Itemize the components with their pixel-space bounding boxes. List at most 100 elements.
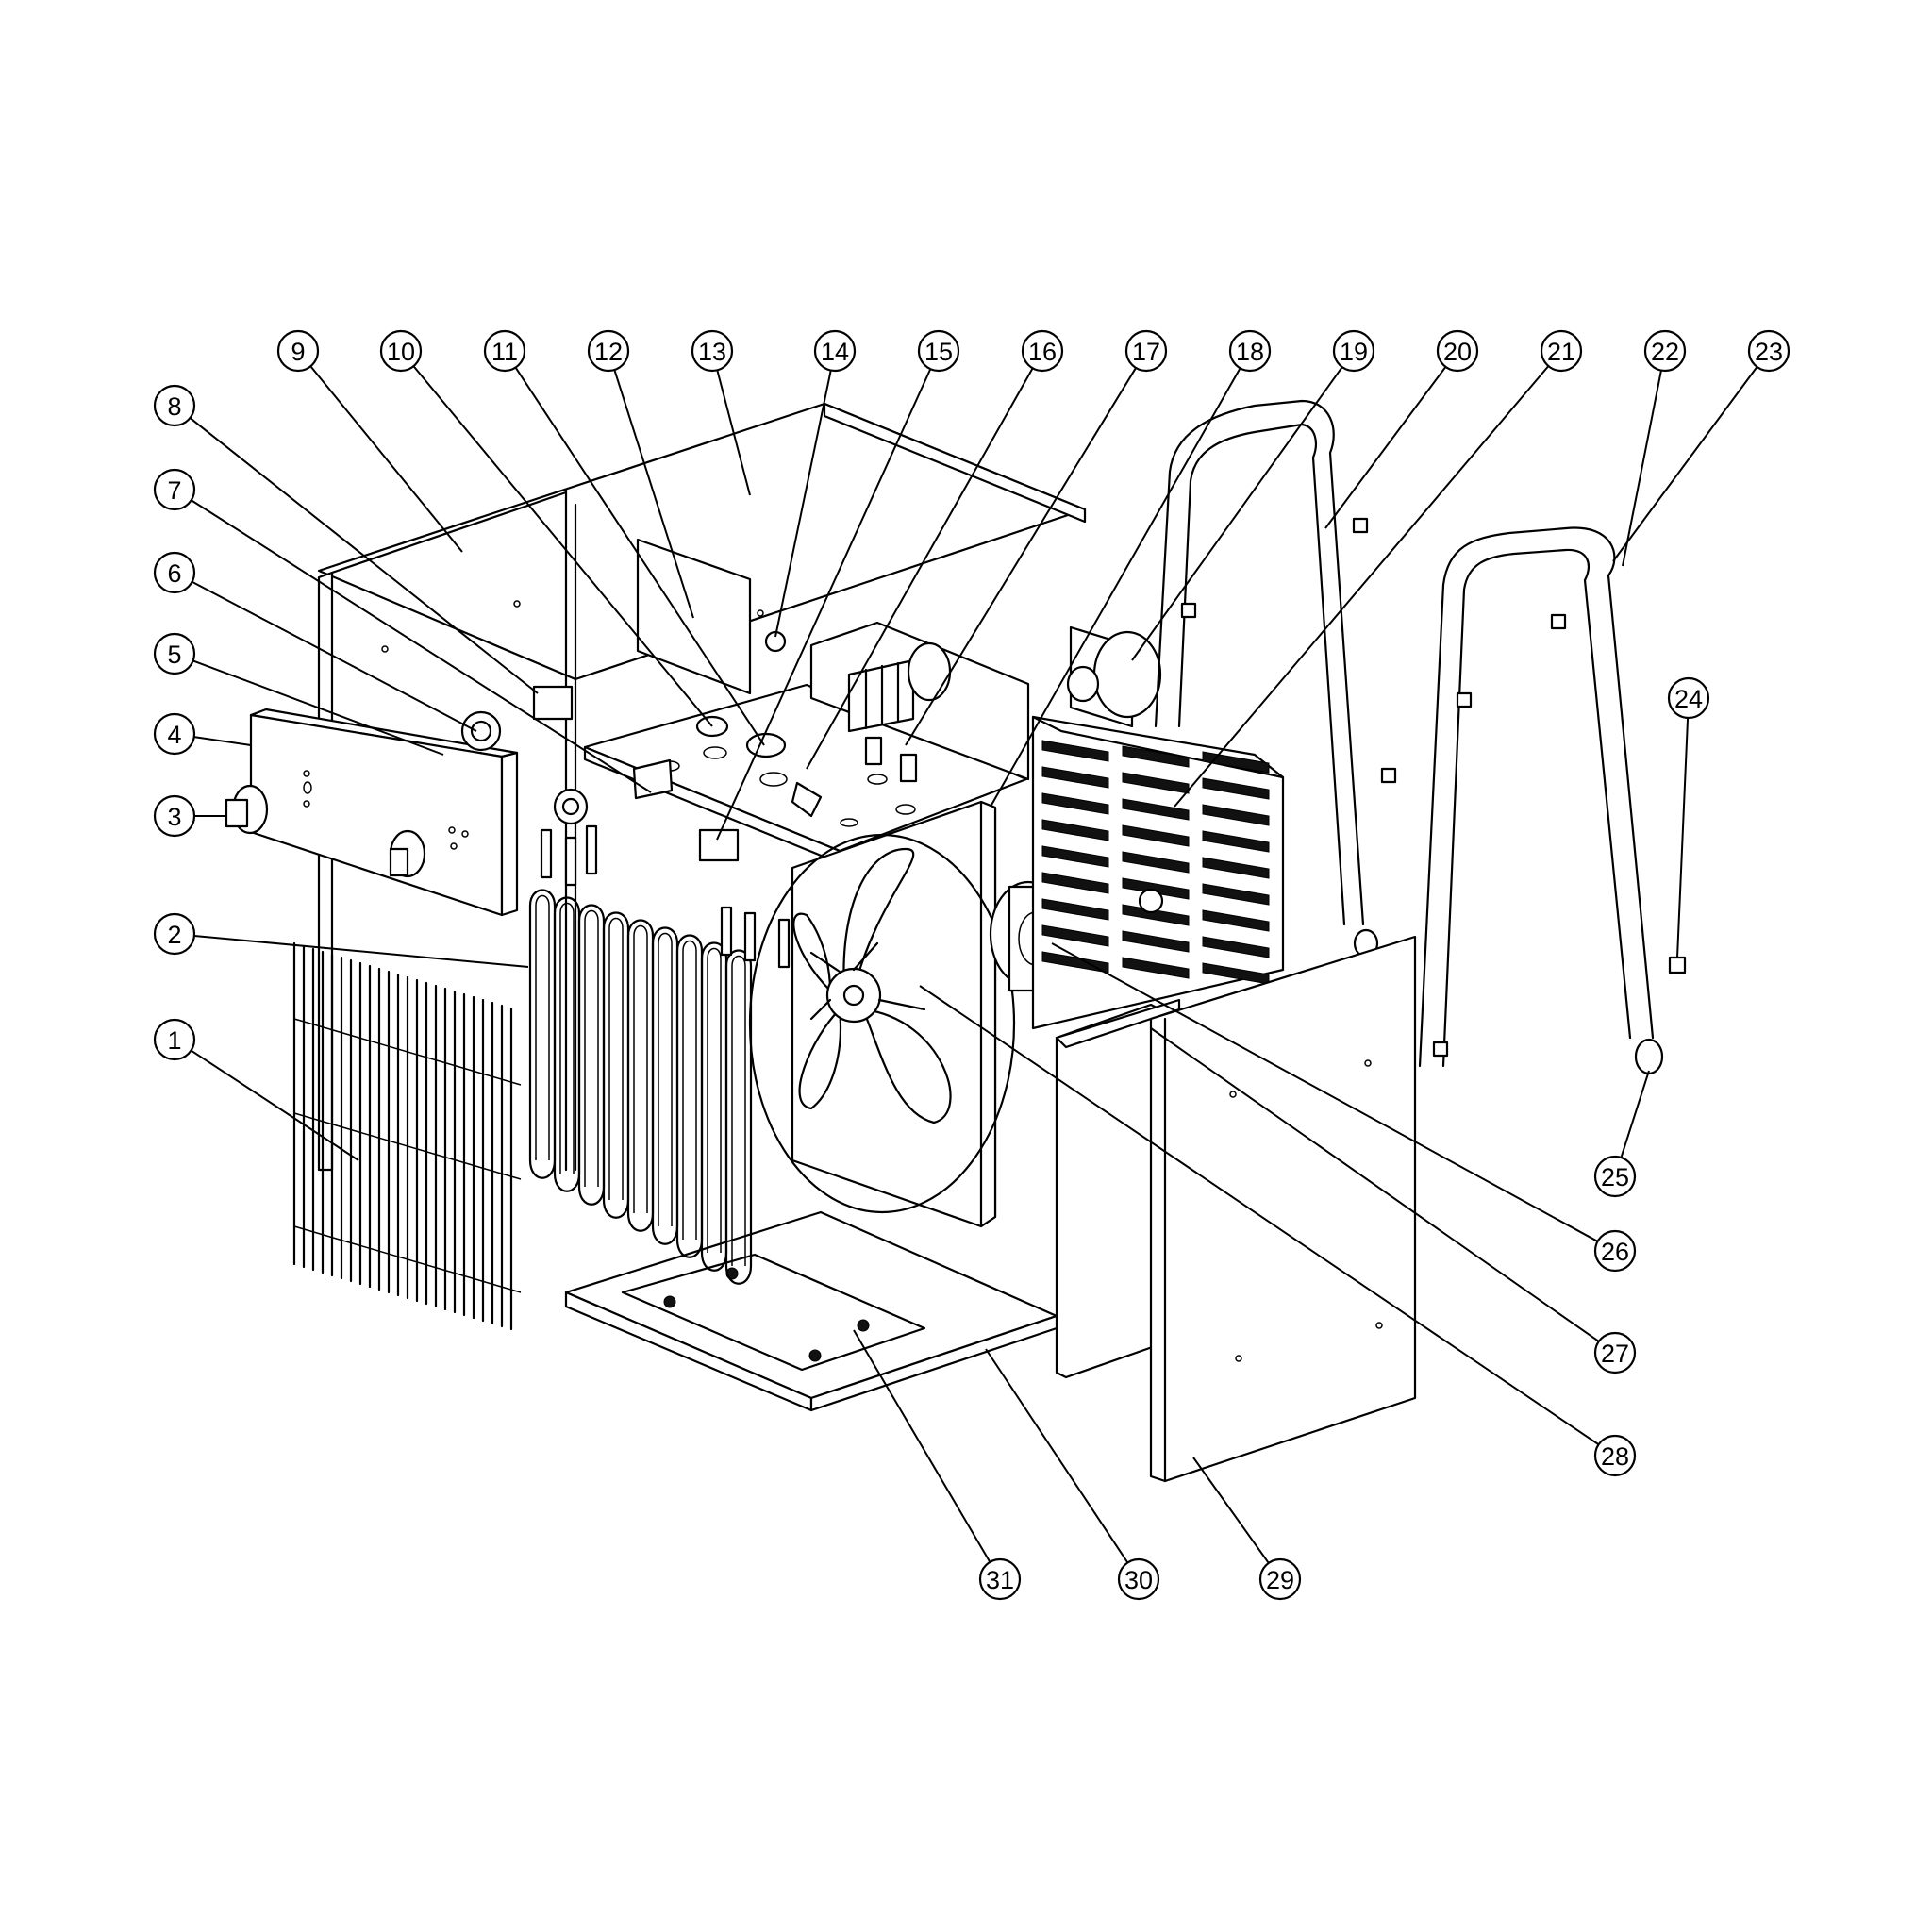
callout-number: 6 bbox=[167, 559, 181, 588]
handle-front-inner bbox=[1441, 548, 1632, 1068]
fin bbox=[1122, 930, 1190, 953]
callout-circle bbox=[1228, 329, 1272, 373]
callout-number: 13 bbox=[698, 338, 726, 366]
leader-line bbox=[1620, 1070, 1650, 1158]
fin bbox=[1041, 740, 1109, 762]
terminal-clip bbox=[791, 781, 823, 818]
callout-number: 25 bbox=[1601, 1163, 1629, 1191]
fin bbox=[1041, 924, 1109, 947]
element-loop-inner bbox=[682, 940, 697, 1240]
callout-circle bbox=[813, 329, 857, 373]
element-loop-inner bbox=[559, 902, 575, 1174]
side-panel-inner bbox=[1055, 1003, 1162, 1379]
callout-circle bbox=[1021, 329, 1064, 373]
fin bbox=[1041, 819, 1109, 841]
element-loop bbox=[528, 889, 557, 1162]
element-terminal bbox=[777, 918, 791, 969]
leader-line bbox=[514, 366, 765, 746]
leader-line bbox=[1131, 366, 1343, 661]
grommet bbox=[764, 630, 787, 653]
callout-number: 12 bbox=[594, 338, 623, 366]
callout-circle bbox=[1117, 1557, 1160, 1601]
callout-circle bbox=[1747, 329, 1790, 373]
callout-circle bbox=[276, 329, 320, 373]
leader-line bbox=[1324, 366, 1447, 529]
element-loop bbox=[577, 904, 606, 1189]
callout-number: 10 bbox=[387, 338, 415, 366]
leader-line bbox=[412, 365, 713, 727]
callout-number: 29 bbox=[1266, 1566, 1294, 1594]
relay-block bbox=[847, 658, 915, 733]
leader-line bbox=[189, 417, 539, 694]
element-loop-inner bbox=[658, 932, 673, 1226]
callout-number: 24 bbox=[1674, 685, 1703, 713]
element-bend bbox=[577, 1185, 606, 1206]
element-loop-inner bbox=[731, 955, 746, 1266]
element-terminal bbox=[743, 911, 757, 962]
leader-line bbox=[309, 365, 463, 553]
element-bend bbox=[651, 1224, 679, 1245]
leader-line bbox=[919, 985, 1600, 1446]
fan-shroud bbox=[748, 800, 1016, 1228]
leader-line bbox=[1150, 1027, 1600, 1342]
fin bbox=[1202, 909, 1270, 932]
callout-number: 26 bbox=[1601, 1238, 1629, 1266]
element-bend bbox=[602, 1198, 630, 1219]
leader-lines bbox=[189, 365, 1758, 1564]
fin bbox=[1202, 936, 1270, 958]
callout-circle bbox=[1643, 329, 1687, 373]
callout-circle bbox=[1593, 1155, 1637, 1198]
callout-circle bbox=[691, 329, 734, 373]
callout-circle bbox=[1436, 329, 1479, 373]
callout-number: 19 bbox=[1340, 338, 1368, 366]
fin bbox=[1122, 851, 1190, 874]
handle-rear bbox=[1154, 399, 1365, 926]
leader-line bbox=[191, 1049, 359, 1161]
leader-line bbox=[716, 370, 751, 496]
handle-clip-6 bbox=[1432, 1041, 1449, 1058]
fin bbox=[1202, 830, 1270, 853]
callout-circle bbox=[379, 329, 423, 373]
callout-number: 21 bbox=[1547, 338, 1575, 366]
side-panel-outer bbox=[1149, 935, 1417, 1483]
base-plate bbox=[564, 1210, 1058, 1412]
element-bend bbox=[528, 1158, 557, 1179]
fin bbox=[1202, 777, 1270, 800]
element-loop bbox=[602, 911, 630, 1202]
leader-line bbox=[1676, 717, 1690, 958]
callout-circle bbox=[1593, 1434, 1637, 1477]
leader-line bbox=[806, 367, 1034, 770]
callout-number: 27 bbox=[1601, 1340, 1629, 1368]
callout-number: 20 bbox=[1443, 338, 1472, 366]
fin bbox=[1041, 845, 1109, 868]
element-terminal bbox=[720, 906, 733, 957]
callout-circle bbox=[153, 1018, 196, 1061]
pilot-light bbox=[553, 788, 589, 825]
fan-hub bbox=[809, 941, 926, 1024]
callout-circle bbox=[1667, 676, 1710, 720]
leader-line bbox=[853, 1329, 991, 1563]
callout-circle bbox=[153, 468, 196, 511]
leader-line bbox=[613, 369, 694, 619]
thermostat-housing bbox=[1066, 625, 1162, 728]
callout-circle bbox=[1593, 1331, 1637, 1374]
fin bbox=[1122, 957, 1190, 979]
element-loop-inner bbox=[535, 894, 550, 1160]
wire-clip bbox=[698, 828, 740, 862]
fin bbox=[1202, 751, 1270, 774]
thermal-cutout-2 bbox=[745, 732, 787, 758]
selector-knob bbox=[225, 784, 269, 835]
element-loop-inner bbox=[707, 947, 722, 1253]
front-grille bbox=[292, 941, 522, 1331]
grille-rail bbox=[293, 1018, 522, 1086]
element-terminal bbox=[540, 828, 553, 879]
element-bend bbox=[626, 1211, 655, 1232]
callout-number: 22 bbox=[1651, 338, 1679, 366]
leader-line bbox=[905, 367, 1137, 746]
square-nut bbox=[1668, 956, 1687, 974]
grille-rail bbox=[293, 1112, 522, 1180]
element-bend bbox=[724, 1264, 753, 1285]
fin bbox=[1202, 883, 1270, 906]
rubber-foot bbox=[1634, 1038, 1664, 1075]
